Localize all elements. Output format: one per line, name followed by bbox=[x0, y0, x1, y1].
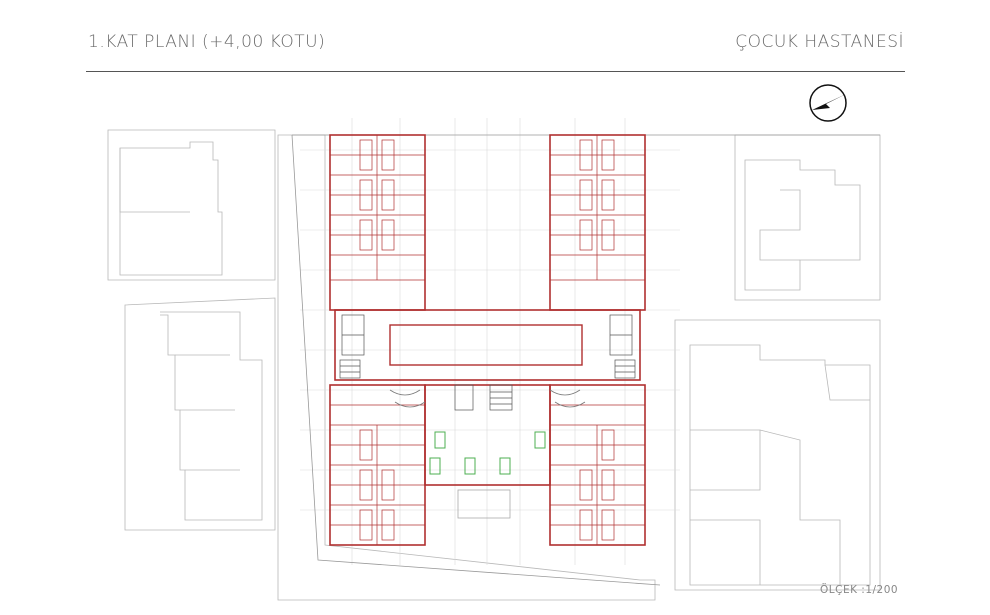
waiting-area-seating bbox=[389, 389, 586, 408]
play-tables bbox=[429, 431, 546, 475]
structural-grid bbox=[300, 118, 680, 565]
scale-label: ÖLÇEK :1/200 bbox=[820, 584, 899, 596]
entrance-canopy bbox=[457, 489, 511, 519]
patient-rooms bbox=[330, 135, 645, 545]
header-rule bbox=[86, 71, 905, 72]
north-arrow-icon bbox=[809, 84, 847, 122]
plan-title: 1.KAT PLANI (+4,00 KOTU) bbox=[88, 32, 326, 52]
circulation-cores bbox=[339, 314, 636, 411]
project-title: ÇOCUK HASTANESİ bbox=[735, 32, 904, 52]
